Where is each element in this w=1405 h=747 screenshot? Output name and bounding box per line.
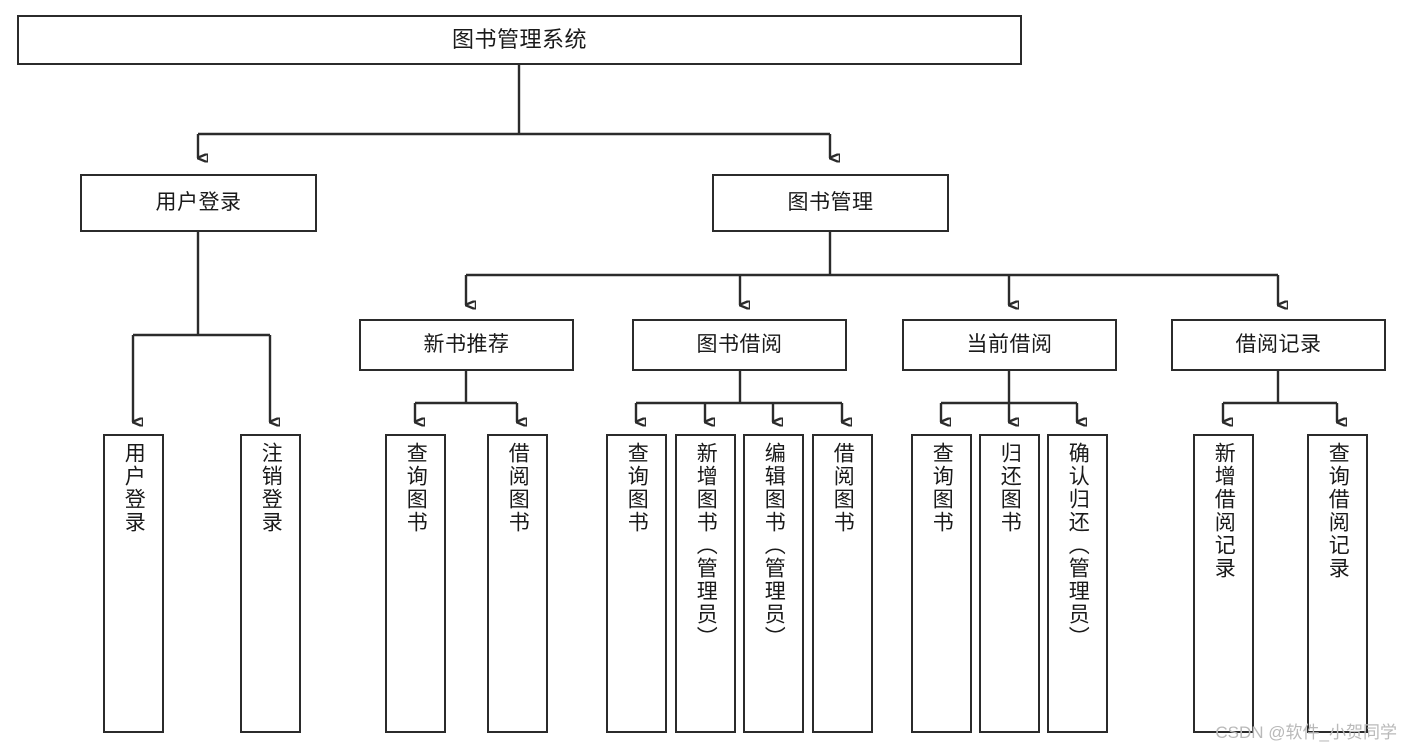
node-current-borrow[interactable]: 当前借阅: [902, 319, 1117, 371]
leaf-query-book-borrow[interactable]: 查询图书: [606, 434, 667, 733]
leaf-query-book-current[interactable]: 查询图书: [911, 434, 972, 733]
node-label: 新书推荐: [423, 332, 510, 356]
node-label: 确认归还（管理员）: [1066, 442, 1090, 649]
leaf-user-login[interactable]: 用户登录: [103, 434, 164, 733]
node-label: 借阅图书: [831, 442, 855, 534]
leaf-query-book-recommend[interactable]: 查询图书: [385, 434, 446, 733]
leaf-add-book-admin[interactable]: 新增图书（管理员）: [675, 434, 736, 733]
node-book-management[interactable]: 图书管理: [712, 174, 949, 232]
node-label: 归还图书: [998, 442, 1022, 534]
node-label: 借阅图书: [506, 442, 530, 534]
leaf-return-book[interactable]: 归还图书: [979, 434, 1040, 733]
watermark-text: CSDN @软件_小贺同学: [1215, 723, 1397, 742]
node-label: 借阅记录: [1235, 332, 1322, 356]
node-label: 图书管理系统: [451, 27, 587, 53]
leaf-logout[interactable]: 注销登录: [240, 434, 301, 733]
node-label: 查询图书: [404, 442, 428, 534]
node-label: 新增借阅记录: [1212, 442, 1236, 580]
node-label: 用户登录: [122, 442, 146, 534]
node-user-login[interactable]: 用户登录: [80, 174, 317, 232]
node-label: 查询图书: [930, 442, 954, 534]
node-label: 查询图书: [625, 442, 649, 534]
node-borrow-records[interactable]: 借阅记录: [1171, 319, 1386, 371]
leaf-confirm-return-admin[interactable]: 确认归还（管理员）: [1047, 434, 1108, 733]
node-label: 当前借阅: [966, 332, 1053, 356]
leaf-borrow-book[interactable]: 借阅图书: [812, 434, 873, 733]
node-label: 图书管理: [787, 190, 874, 214]
node-label: 查询借阅记录: [1326, 442, 1350, 580]
leaf-borrow-book-recommend[interactable]: 借阅图书: [487, 434, 548, 733]
node-book-borrow[interactable]: 图书借阅: [632, 319, 847, 371]
node-label: 编辑图书（管理员）: [762, 442, 786, 649]
leaf-edit-book-admin[interactable]: 编辑图书（管理员）: [743, 434, 804, 733]
node-label: 图书借阅: [696, 332, 783, 356]
node-label: 用户登录: [155, 190, 242, 214]
node-label: 注销登录: [259, 442, 283, 534]
leaf-query-borrow-record[interactable]: 查询借阅记录: [1307, 434, 1368, 733]
node-new-book-recommend[interactable]: 新书推荐: [359, 319, 574, 371]
leaf-add-borrow-record[interactable]: 新增借阅记录: [1193, 434, 1254, 733]
node-label: 新增图书（管理员）: [694, 442, 718, 649]
node-root-library-system[interactable]: 图书管理系统: [17, 15, 1022, 65]
